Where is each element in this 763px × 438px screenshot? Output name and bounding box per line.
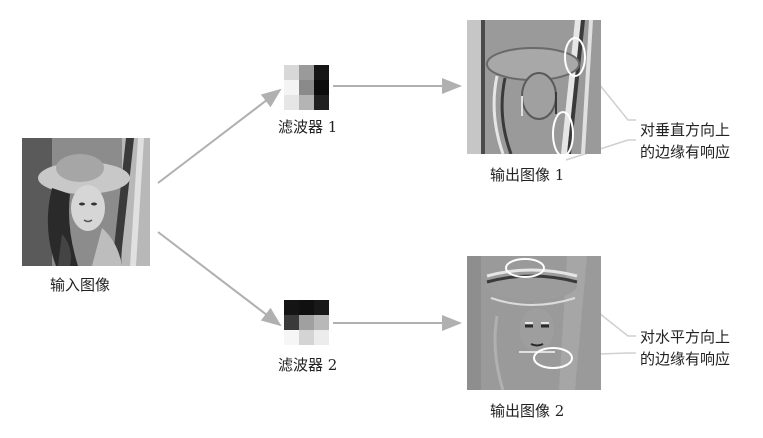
note-horizontal-edges: 对水平方向上 的边缘有响应 bbox=[640, 326, 730, 370]
filter2-cell-0-2 bbox=[314, 300, 329, 315]
filter2-cell-1-1 bbox=[299, 315, 314, 330]
filter2-cell-0-1 bbox=[299, 300, 314, 315]
filter2-cell-0-0 bbox=[284, 300, 299, 315]
filter1-cell-0-1 bbox=[299, 65, 314, 80]
filter1-cell-0-2 bbox=[314, 65, 329, 80]
filter1-cell-1-2 bbox=[314, 80, 329, 95]
note-horizontal-line2: 的边缘有响应 bbox=[640, 350, 731, 368]
filter2-cell-2-1 bbox=[299, 330, 314, 345]
filter2-cell-2-0 bbox=[284, 330, 299, 345]
filter1-cell-0-0 bbox=[284, 65, 299, 80]
filter1-cell-1-0 bbox=[284, 80, 299, 95]
output-image-2-label: 输出图像 2 bbox=[490, 402, 565, 420]
output-image-1 bbox=[467, 20, 601, 154]
note-vertical-line2: 的边缘有响应 bbox=[640, 143, 731, 161]
filter1-cell-2-1 bbox=[299, 95, 314, 110]
filter2-label: 滤波器 2 bbox=[278, 356, 338, 374]
filter2-cell-1-0 bbox=[284, 315, 299, 330]
filter1-cell-2-0 bbox=[284, 95, 299, 110]
filter1-kernel bbox=[284, 65, 329, 110]
input-image bbox=[22, 138, 150, 266]
filter1-label: 滤波器 1 bbox=[278, 118, 338, 136]
note-vertical-edges: 对垂直方向上 的边缘有响应 bbox=[640, 119, 730, 163]
filter1-cell-1-1 bbox=[299, 80, 314, 95]
output-image-2 bbox=[467, 256, 601, 390]
arrow-input-to-filter1 bbox=[157, 88, 282, 184]
note-vertical-line1: 对垂直方向上 bbox=[640, 121, 731, 139]
note-horizontal-line1: 对水平方向上 bbox=[640, 328, 731, 346]
filter2-cell-2-2 bbox=[314, 330, 329, 345]
output-image-1-label: 输出图像 1 bbox=[490, 166, 565, 184]
filter1-cell-2-2 bbox=[314, 95, 329, 110]
filter2-cell-1-2 bbox=[314, 315, 329, 330]
arrow-input-to-filter2 bbox=[157, 231, 282, 327]
filter2-kernel bbox=[284, 300, 329, 345]
input-image-label: 输入图像 bbox=[50, 276, 111, 294]
